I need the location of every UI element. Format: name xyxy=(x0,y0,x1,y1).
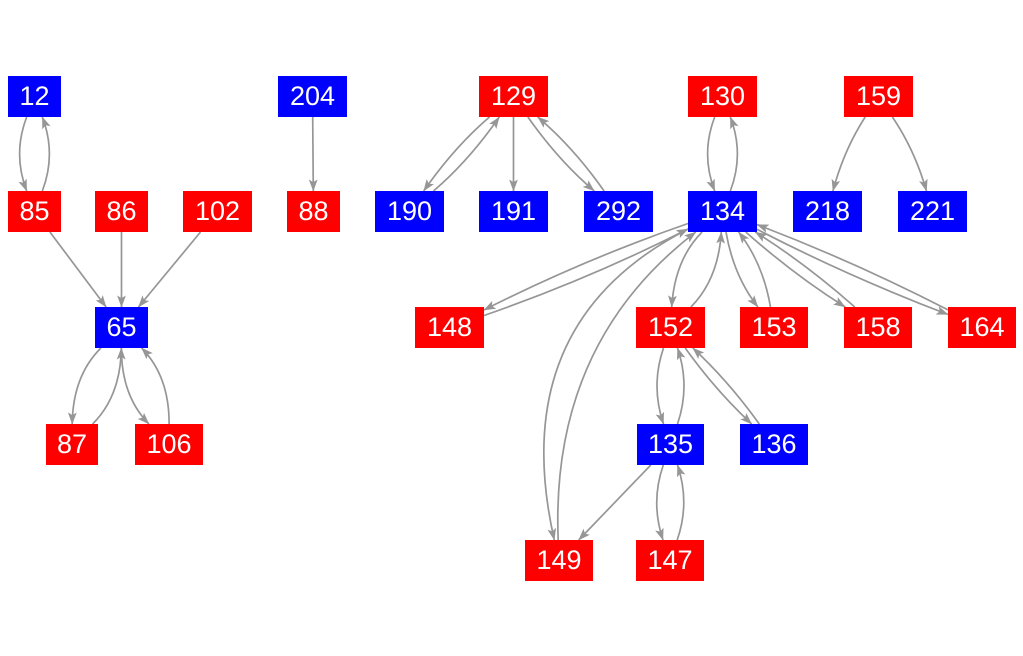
edge-85-65 xyxy=(49,231,107,308)
edge-292-129 xyxy=(537,116,605,192)
edge-129-292 xyxy=(527,116,595,192)
node-149: 149 xyxy=(525,540,593,581)
edge-153-134 xyxy=(737,231,772,308)
node-label: 12 xyxy=(19,81,50,111)
edge-134-153 xyxy=(725,231,759,308)
node-label: 130 xyxy=(699,81,746,111)
node-label: 65 xyxy=(106,312,137,342)
edge-158-134 xyxy=(754,231,856,308)
node-label: 87 xyxy=(56,429,88,459)
node-86: 86 xyxy=(95,191,148,232)
node-label: 147 xyxy=(647,545,693,575)
node-152: 152 xyxy=(636,307,705,348)
node-135: 135 xyxy=(637,424,704,465)
node-190: 190 xyxy=(375,191,444,232)
edge-152-134 xyxy=(690,231,725,308)
node-85: 85 xyxy=(8,191,61,232)
node-221: 221 xyxy=(898,191,967,232)
edge-65-87 xyxy=(67,347,102,425)
node-153: 153 xyxy=(740,307,808,348)
node-label: 204 xyxy=(289,81,336,111)
node-159: 159 xyxy=(844,76,913,117)
edge-134-148 xyxy=(483,222,689,311)
edge-85-12 xyxy=(41,116,51,192)
node-label: 152 xyxy=(647,312,694,342)
node-label: 85 xyxy=(19,196,50,226)
node-102: 102 xyxy=(183,191,252,232)
edge-134-149 xyxy=(542,228,689,541)
node-147: 147 xyxy=(636,540,704,581)
edge-152-136 xyxy=(684,347,753,425)
node-134: 134 xyxy=(688,191,757,232)
node-label: 106 xyxy=(146,429,192,459)
node-label: 159 xyxy=(855,81,902,111)
node-292: 292 xyxy=(584,191,653,232)
edge-129-190 xyxy=(423,116,491,192)
edge-190-129 xyxy=(432,116,500,192)
edge-87-65 xyxy=(92,347,126,425)
node-204: 204 xyxy=(278,76,347,117)
node-191: 191 xyxy=(479,191,548,232)
edge-204-88 xyxy=(308,116,318,192)
node-label: 158 xyxy=(855,312,901,342)
node-label: 148 xyxy=(426,312,473,342)
edge-152-135 xyxy=(655,347,665,425)
edge-159-221 xyxy=(891,116,928,192)
node-158: 158 xyxy=(844,307,912,348)
node-12: 12 xyxy=(8,76,61,117)
node-label: 135 xyxy=(647,429,694,459)
node-label: 149 xyxy=(536,545,582,575)
node-label: 191 xyxy=(490,196,537,226)
node-129: 129 xyxy=(479,76,548,117)
edge-134-152 xyxy=(668,231,703,308)
edge-130-134 xyxy=(706,116,716,192)
node-130: 130 xyxy=(688,76,757,117)
edge-135-147 xyxy=(655,464,665,541)
node-88: 88 xyxy=(287,191,340,232)
node-label: 292 xyxy=(595,196,642,226)
edge-148-134 xyxy=(483,228,689,317)
node-164: 164 xyxy=(948,307,1016,348)
edge-12-85 xyxy=(18,116,28,192)
node-136: 136 xyxy=(740,424,808,465)
edge-149-134 xyxy=(556,231,697,541)
edge-102-65 xyxy=(137,231,202,308)
node-label: 129 xyxy=(490,81,537,111)
node-65: 65 xyxy=(95,307,148,348)
node-label: 136 xyxy=(751,429,797,459)
node-label: 221 xyxy=(909,196,956,226)
node-label: 134 xyxy=(699,196,746,226)
edge-106-65 xyxy=(140,347,170,425)
node-label: 190 xyxy=(386,196,433,226)
node-label: 88 xyxy=(298,196,329,226)
edge-147-135 xyxy=(676,464,686,541)
edge-164-134 xyxy=(756,223,949,311)
node-106: 106 xyxy=(135,424,203,465)
node-label: 164 xyxy=(959,312,1005,342)
edge-134-164 xyxy=(756,228,949,316)
edge-134-130 xyxy=(729,116,739,192)
node-87: 87 xyxy=(46,424,98,465)
node-218: 218 xyxy=(793,191,862,232)
edge-135-152 xyxy=(676,347,686,425)
node-label: 153 xyxy=(751,312,797,342)
edge-159-218 xyxy=(831,116,866,192)
edge-135-149 xyxy=(578,464,652,541)
node-148: 148 xyxy=(415,307,484,348)
edge-136-152 xyxy=(692,347,760,425)
node-label: 86 xyxy=(106,196,137,226)
node-label: 218 xyxy=(804,196,851,226)
edge-65-106 xyxy=(120,347,150,425)
node-label: 102 xyxy=(194,196,241,226)
